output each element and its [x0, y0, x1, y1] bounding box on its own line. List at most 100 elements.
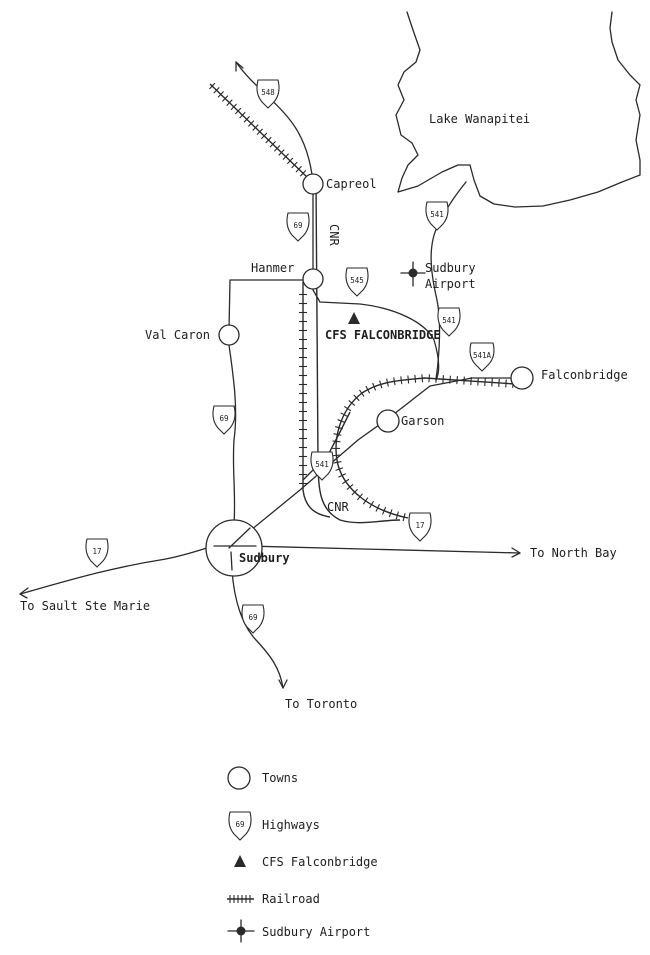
- cfs-triangle-icon: [348, 312, 360, 324]
- railroad-tick: [379, 380, 383, 389]
- legend-airport-icon: [227, 919, 255, 943]
- legend-town-icon: [227, 766, 251, 790]
- road-17-west: [19, 545, 215, 595]
- label-airport-line2: Airport: [425, 277, 476, 291]
- railroad-tick: [484, 377, 486, 387]
- railroad-tick: [463, 376, 465, 385]
- svg-text:548: 548: [261, 88, 275, 97]
- town-hanmer: [302, 268, 324, 290]
- svg-text:69: 69: [235, 820, 244, 829]
- highway-shield-541-south-icon: 541: [310, 451, 334, 481]
- legend-highway-icon: 69: [228, 811, 252, 841]
- railroad-tick: [282, 153, 289, 160]
- railroad-tick: [278, 149, 285, 156]
- svg-text:17: 17: [92, 547, 101, 556]
- railroad-tick: [256, 128, 263, 136]
- railroad-tick: [332, 454, 341, 457]
- highway-shield-548-icon: 548: [256, 79, 280, 109]
- railroad-tick: [402, 513, 406, 522]
- legend-railroad-icon: [227, 895, 254, 903]
- highway-shield-541-north-icon: 541: [425, 201, 449, 231]
- railroad-tick: [344, 405, 352, 412]
- road-hanmer-west: [228, 279, 314, 331]
- railroad-tick: [359, 389, 365, 397]
- svg-text:541A: 541A: [473, 351, 492, 360]
- railroad-tick: [456, 376, 458, 385]
- railroad-tick: [332, 440, 341, 443]
- railroad-tick: [375, 504, 380, 512]
- label-to-toronto: To Toronto: [285, 697, 357, 711]
- railroad-tick: [386, 378, 389, 387]
- svg-text:69: 69: [293, 221, 302, 230]
- airport-icon: [400, 261, 426, 287]
- legend: Towns 69 Highways CFS Falconbridge Railr…: [227, 766, 378, 943]
- railroad-tick: [491, 378, 493, 387]
- railroad-tick: [369, 500, 375, 509]
- railroad-tick: [393, 377, 396, 386]
- svg-text:541: 541: [430, 210, 444, 219]
- road-541: [430, 181, 467, 381]
- label-falconbridge: Falconbridge: [541, 368, 628, 382]
- railroad-tick: [428, 374, 430, 383]
- railroad-tick: [286, 157, 294, 165]
- railroad-tick: [498, 378, 500, 387]
- label-hanmer: Hanmer: [251, 261, 294, 275]
- railroad-tick: [388, 509, 393, 518]
- road-69-valcaron-south: [228, 344, 237, 526]
- road-17-east: [245, 545, 521, 554]
- legend-airport-label: Sudbury Airport: [262, 925, 370, 939]
- railroad-tick: [365, 385, 371, 394]
- railroad-tick: [265, 136, 272, 144]
- railroad-tick: [243, 116, 250, 123]
- legend-cfs-label: CFS Falconbridge: [262, 855, 378, 869]
- railroad-tick: [351, 488, 358, 496]
- svg-text:541: 541: [442, 316, 456, 325]
- railroad-tick: [477, 377, 479, 386]
- railroad-tick: [260, 132, 268, 140]
- railroad-tick: [435, 374, 437, 383]
- railroad-tick: [346, 484, 354, 491]
- legend-railroad-label: Railroad: [262, 892, 320, 906]
- railroad-tick: [421, 374, 424, 383]
- town-garson: [376, 409, 400, 433]
- railroad-tick: [252, 124, 259, 131]
- label-to-sault: To Sault Ste Marie: [20, 599, 150, 613]
- legend-highways-label: Highways: [262, 818, 320, 832]
- railroad-garson-loop: [332, 374, 516, 522]
- town-capreol: [302, 173, 324, 195]
- railroad-tick: [505, 379, 507, 388]
- railroad-tick: [342, 478, 350, 485]
- svg-text:69: 69: [248, 613, 257, 622]
- railroad-tick: [362, 497, 369, 505]
- label-sudbury: Sudbury: [239, 551, 290, 565]
- railroad-tick: [295, 165, 302, 173]
- highway-shield-69-north-icon: 69: [286, 212, 310, 242]
- town-falconbridge: [510, 366, 534, 390]
- highway-shield-545-icon: 545: [345, 267, 369, 297]
- railroad-tick: [234, 107, 242, 115]
- sudbury-crossing: [213, 527, 257, 571]
- railroad-tick: [348, 400, 356, 406]
- railroad-tick: [357, 493, 363, 501]
- railroad-tick: [213, 86, 220, 94]
- railroad-tick: [340, 412, 348, 418]
- label-garson: Garson: [401, 414, 444, 428]
- label-to-north-bay: To North Bay: [530, 546, 617, 560]
- railroad-tick: [333, 433, 342, 436]
- label-capreol: Capreol: [326, 177, 377, 191]
- railroad-tick: [353, 394, 360, 402]
- railroad-tick: [269, 140, 276, 148]
- railroad-tick: [449, 375, 451, 384]
- town-sudbury: [205, 519, 263, 577]
- svg-text:541: 541: [315, 460, 329, 469]
- railroad-tick: [247, 120, 255, 127]
- railroad-northwest: [208, 82, 311, 181]
- railroad-tick: [208, 82, 216, 90]
- highway-shield-541-mid-icon: 541: [437, 307, 461, 337]
- railroad-tick: [335, 467, 344, 471]
- road-545: [312, 289, 440, 381]
- svg-text:17: 17: [415, 521, 424, 530]
- road-548: [235, 61, 314, 183]
- road-548-arrow-icon: [235, 61, 244, 72]
